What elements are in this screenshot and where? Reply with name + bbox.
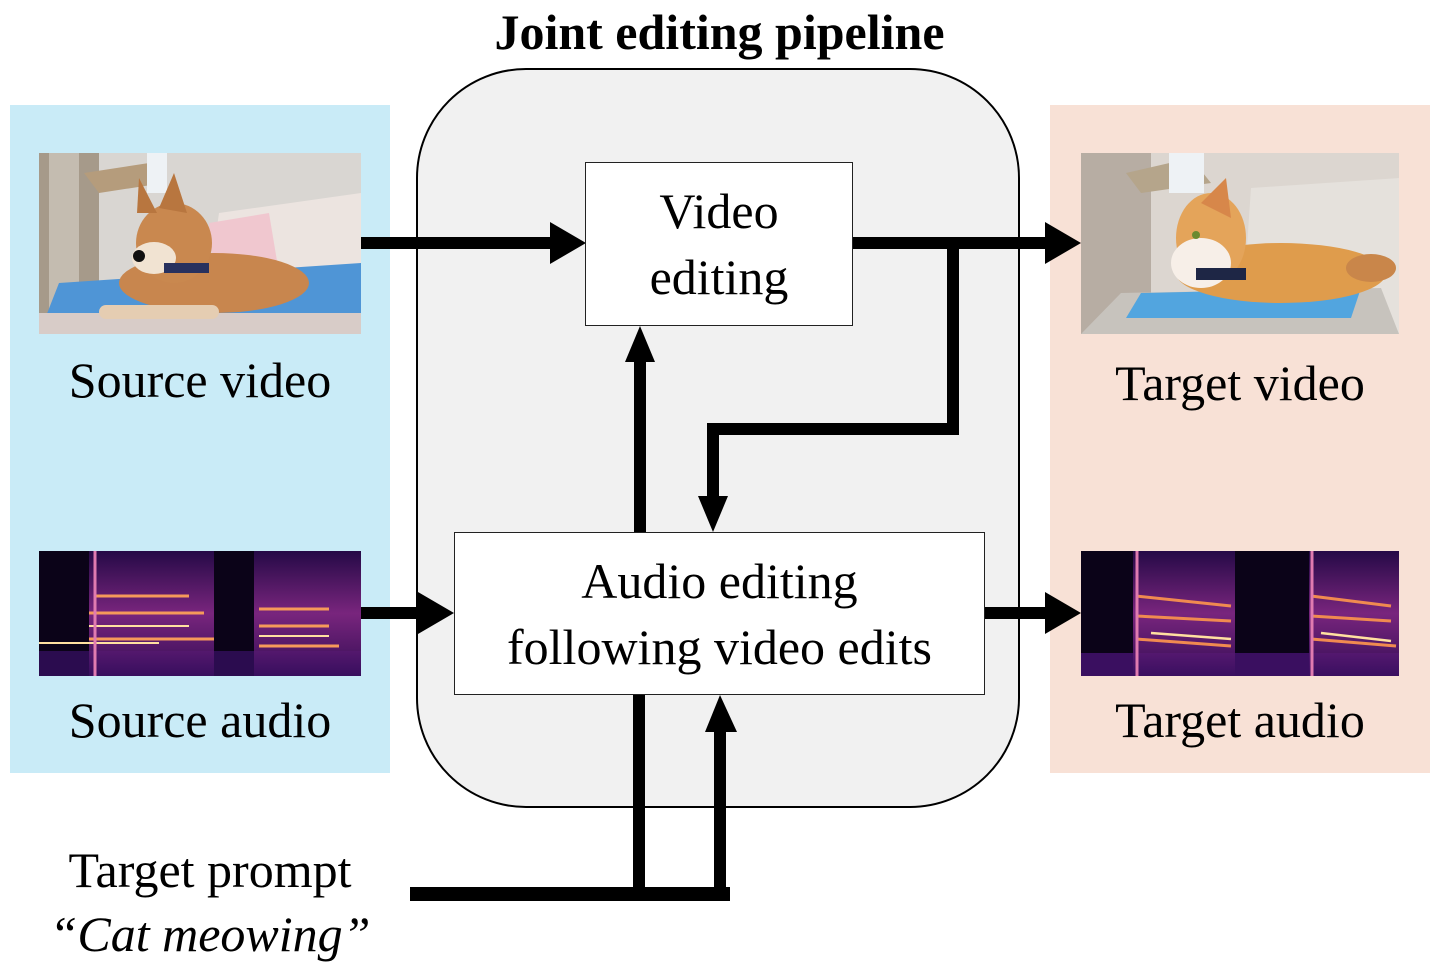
source-audio-spectrogram xyxy=(39,551,361,676)
target-prompt-label: Target prompt xyxy=(68,842,352,898)
audio-editing-line2: following video edits xyxy=(507,618,932,675)
arrow-source-audio-to-audio-editing xyxy=(361,607,423,619)
source-video-thumbnail xyxy=(39,153,361,334)
arrowhead-audio-editing-bottom-in xyxy=(705,695,737,732)
target-audio-label: Target audio xyxy=(1115,692,1365,748)
connector-video-feedback-vertical xyxy=(947,237,959,435)
arrow-audio-editing-to-target-audio xyxy=(985,607,1049,619)
connector-prompt-horizontal xyxy=(410,887,730,901)
source-audio-label: Source audio xyxy=(68,692,332,748)
arrow-audio-to-video-editing xyxy=(634,360,646,532)
video-editing-line1: Video xyxy=(659,183,779,239)
source-video-label: Source video xyxy=(68,352,332,408)
arrowhead-target-video-in xyxy=(1045,222,1081,264)
target-prompt: Target prompt “Cat meowing” xyxy=(20,838,400,966)
arrowhead-video-editing-bottom-in xyxy=(625,326,655,362)
target-prompt-text: “Cat meowing” xyxy=(49,906,371,962)
arrowhead-audio-editing-left-in xyxy=(418,592,454,634)
diagram-title: Joint editing pipeline xyxy=(494,4,945,60)
connector-prompt-to-audio-left xyxy=(633,695,645,895)
connector-video-feedback-down xyxy=(707,423,719,498)
arrowhead-audio-editing-top-in xyxy=(698,496,728,532)
connector-prompt-to-audio-right xyxy=(714,730,726,900)
target-audio-spectrogram xyxy=(1081,551,1399,676)
target-video-label: Target video xyxy=(1115,355,1365,411)
arrowhead-video-editing-in xyxy=(550,222,586,264)
arrow-source-video-to-video-editing xyxy=(361,237,555,249)
audio-editing-box: Audio editing following video edits xyxy=(454,532,985,695)
audio-editing-line1: Audio editing xyxy=(581,552,858,609)
connector-video-feedback-horizontal xyxy=(707,423,959,435)
arrowhead-target-audio-in xyxy=(1045,592,1081,634)
video-editing-box: Video editing xyxy=(585,162,853,326)
target-video-thumbnail xyxy=(1081,153,1399,334)
video-editing-line2: editing xyxy=(649,249,789,305)
